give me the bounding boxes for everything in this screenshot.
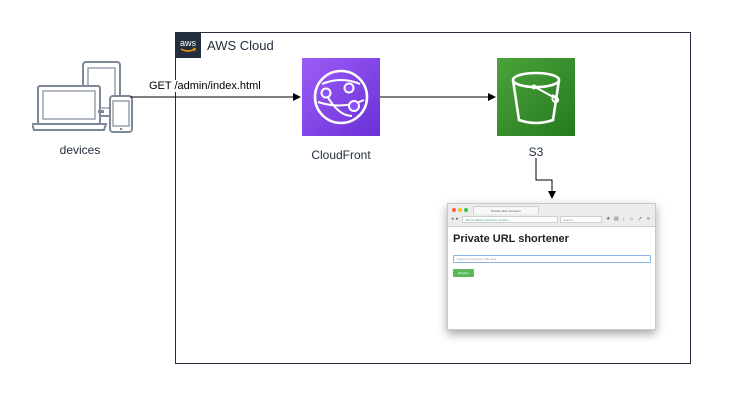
- aws-cloud-group: [175, 32, 691, 364]
- browser-screenshot: Private URL shortener ◂ ▸ d227azdatbst.c…: [447, 203, 656, 330]
- shorten-button: Shorten: [453, 269, 474, 277]
- svg-text:aws: aws: [180, 38, 197, 48]
- cloudfront-icon: [302, 58, 380, 136]
- home-icon: ⌂: [630, 216, 634, 222]
- long-url-input: Paste here the long URL here: [453, 255, 651, 263]
- request-label: GET /admin/index.html: [148, 80, 262, 92]
- maximize-dot-icon: [464, 208, 468, 212]
- browser-address-bar: d227azdatbst.cloudfront.net/adm: [462, 216, 558, 223]
- minimize-dot-icon: [458, 208, 462, 212]
- back-icon: ◂: [451, 216, 454, 222]
- s3-bucket-icon: [497, 58, 575, 136]
- aws-logo-icon: aws: [175, 32, 201, 58]
- forward-icon: ▸: [456, 216, 459, 222]
- star-icon: ★: [606, 216, 611, 222]
- close-dot-icon: [452, 208, 456, 212]
- aws-cloud-title: AWS Cloud: [207, 38, 274, 53]
- devices-label: devices: [59, 143, 101, 157]
- cloudfront-label: CloudFront: [311, 148, 371, 162]
- download-icon: ↓: [622, 216, 625, 222]
- browser-tab: Private URL shortener: [473, 206, 539, 214]
- page-heading: Private URL shortener: [453, 233, 569, 245]
- s3-label: S3: [528, 145, 544, 159]
- menu-icon: ≡: [647, 216, 650, 222]
- devices-icon: [32, 61, 133, 133]
- browser-search-box: Search: [560, 216, 602, 223]
- browser-toolbar: Private URL shortener ◂ ▸ d227azdatbst.c…: [448, 204, 655, 227]
- share-icon: ➚: [638, 216, 643, 222]
- bookmarks-icon: ▤: [614, 216, 619, 222]
